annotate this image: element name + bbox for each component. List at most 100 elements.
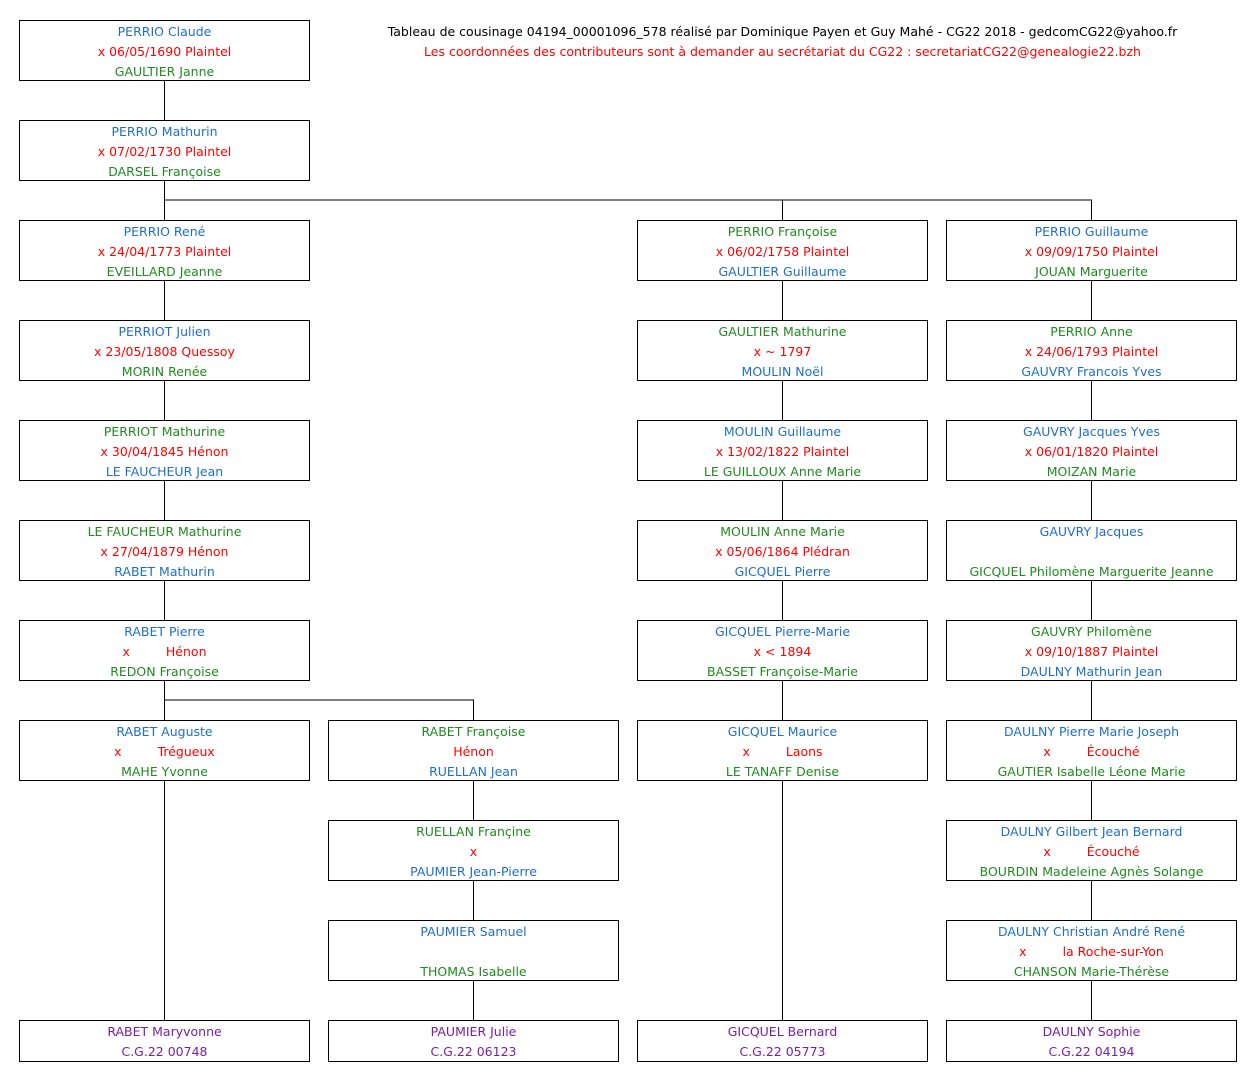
chart-header: Tableau de cousinage 04194_00001096_578 … <box>330 22 1235 62</box>
marriage-symbol: x <box>114 744 122 759</box>
spouse-name: PAUMIER Jean-Pierre <box>410 864 537 879</box>
cousin-name: PAUMIER Julie <box>430 1024 517 1039</box>
marriage-info: x 23/05/1808 Quessoy <box>94 344 235 359</box>
cousin-code: C.G.22 06123 <box>430 1044 517 1059</box>
connector-line <box>164 699 474 720</box>
spouse-name: DAULNY Mathurin Jean <box>1020 664 1163 679</box>
person-name: PERRIO René <box>123 224 206 239</box>
couple-box: PERRIO Anne x 24/06/1793 Plaintel GAUVRY… <box>946 320 1237 381</box>
marriage-symbol: x <box>742 744 750 759</box>
marriage-info: x ~ 1797 <box>753 344 812 359</box>
person-name: PAUMIER Samuel <box>420 924 527 939</box>
chart-subtitle: Les coordonnées des contributeurs sont à… <box>424 44 1141 59</box>
spouse-name: BASSET Françoise-Marie <box>707 664 858 679</box>
spouse-name: LE GUILLOUX Anne Marie <box>703 464 862 479</box>
spouse-name: BOURDIN Madeleine Agnès Solange <box>979 864 1204 879</box>
marriage-info: x 24/04/1773 Plaintel <box>97 244 232 259</box>
couple-box: RABET Auguste x Trégueux MAHE Yvonne <box>19 720 310 781</box>
marriage-place: Trégueux <box>157 744 215 759</box>
cousin-box: GICQUEL Bernard C.G.22 05773 <box>637 1020 928 1062</box>
person-name: PERRIO Françoise <box>727 224 838 239</box>
marriage-info: x < 1894 <box>753 644 812 659</box>
marriage-info: x 07/02/1730 Plaintel <box>97 144 232 159</box>
person-name: PERRIOT Julien <box>118 324 211 339</box>
marriage-place: Écouché <box>1086 744 1140 759</box>
cousin-code: C.G.22 05773 <box>739 1044 826 1059</box>
spouse-name: GAULTIER Janne <box>114 64 215 79</box>
marriage-info: x 06/01/1820 Plaintel <box>1024 444 1159 459</box>
cousin-box: PAUMIER Julie C.G.22 06123 <box>328 1020 619 1062</box>
marriage-info: x 30/04/1845 Hénon <box>100 444 229 459</box>
couple-box: RUELLAN Françine x PAUMIER Jean-Pierre <box>328 820 619 881</box>
spouse-name: GICQUEL Pierre <box>734 564 831 579</box>
cousin-box: RABET Maryvonne C.G.22 00748 <box>19 1020 310 1062</box>
person-name: GICQUEL Pierre-Marie <box>714 624 851 639</box>
spouse-name: MAHE Yvonne <box>121 764 208 779</box>
marriage-info: x 09/09/1750 Plaintel <box>1024 244 1159 259</box>
marriage-place: Laons <box>785 744 823 759</box>
spouse-name: RUELLAN Jean <box>429 764 518 779</box>
person-name: RABET Françoise <box>421 724 526 739</box>
couple-box: GAULTIER Mathurine x ~ 1797 MOULIN Noël <box>637 320 928 381</box>
marriage-info: x Laons <box>638 742 927 762</box>
couple-box: PERRIOT Julien x 23/05/1808 Quessoy MORI… <box>19 320 310 381</box>
spouse-name: JOUAN Marguerite <box>1035 264 1148 279</box>
couple-box: GAUVRY Jacques GICQUEL Philomène Marguer… <box>946 520 1237 581</box>
marriage-info: x <box>469 844 478 859</box>
marriage-symbol: x <box>1043 844 1051 859</box>
chart-title: Tableau de cousinage 04194_00001096_578 … <box>387 24 1178 39</box>
marriage-info: x Écouché <box>947 742 1236 762</box>
person-name: PERRIO Guillaume <box>1034 224 1149 239</box>
person-name: DAULNY Christian André René <box>997 924 1186 939</box>
spouse-name: MORIN Renée <box>121 364 208 379</box>
marriage-info: x 06/05/1690 Plaintel <box>97 44 232 59</box>
spouse-name: MOULIN Noël <box>741 364 824 379</box>
couple-box: RABET Françoise Hénon RUELLAN Jean <box>328 720 619 781</box>
spouse-name: EVEILLARD Jeanne <box>106 264 223 279</box>
cousin-code: C.G.22 00748 <box>121 1044 208 1059</box>
spouse-name: REDON Françoise <box>110 664 219 679</box>
person-name: PERRIO Mathurin <box>111 124 218 139</box>
spouse-name: LE TANAFF Denise <box>725 764 840 779</box>
person-name: GAUVRY Jacques Yves <box>1023 424 1160 439</box>
person-name: LE FAUCHEUR Mathurine <box>87 524 242 539</box>
person-name: RABET Auguste <box>116 724 213 739</box>
person-name: MOULIN Guillaume <box>723 424 842 439</box>
spouse-name: DARSEL Françoise <box>108 164 221 179</box>
couple-box: LE FAUCHEUR Mathurine x 27/04/1879 Hénon… <box>19 520 310 581</box>
spouse-name: LE FAUCHEUR Jean <box>105 464 224 479</box>
marriage-info: x 13/02/1822 Plaintel <box>715 444 850 459</box>
couple-box-perrio-mathurin: PERRIO Mathurin x 07/02/1730 Plaintel DA… <box>19 120 310 181</box>
marriage-info <box>329 942 618 962</box>
person-name: PERRIOT Mathurine <box>103 424 226 439</box>
person-name: RUELLAN Françine <box>416 824 531 839</box>
couple-box: GICQUEL Pierre-Marie x < 1894 BASSET Fra… <box>637 620 928 681</box>
spouse-name: GAUVRY Francois Yves <box>1021 364 1162 379</box>
marriage-info: Hénon <box>453 744 494 759</box>
marriage-symbol: x <box>1019 944 1027 959</box>
spouse-name: MOIZAN Marie <box>1046 464 1137 479</box>
person-name: GAUVRY Jacques <box>1039 524 1144 539</box>
cousin-name: GICQUEL Bernard <box>727 1024 838 1039</box>
person-name: PERRIO Anne <box>1050 324 1133 339</box>
couple-box: PERRIO René x 24/04/1773 Plaintel EVEILL… <box>19 220 310 281</box>
connector-line <box>164 199 1092 220</box>
person-name: DAULNY Gilbert Jean Bernard <box>1000 824 1183 839</box>
person-name: DAULNY Pierre Marie Joseph <box>1003 724 1180 739</box>
marriage-info: x Trégueux <box>20 742 309 762</box>
person-name: GAULTIER Mathurine <box>718 324 847 339</box>
marriage-symbol: x <box>122 644 130 659</box>
marriage-symbol: x <box>1043 744 1051 759</box>
person-name: GAUVRY Philomène <box>1031 624 1152 639</box>
marriage-info <box>947 542 1236 562</box>
couple-box: PAUMIER Samuel THOMAS Isabelle <box>328 920 619 981</box>
